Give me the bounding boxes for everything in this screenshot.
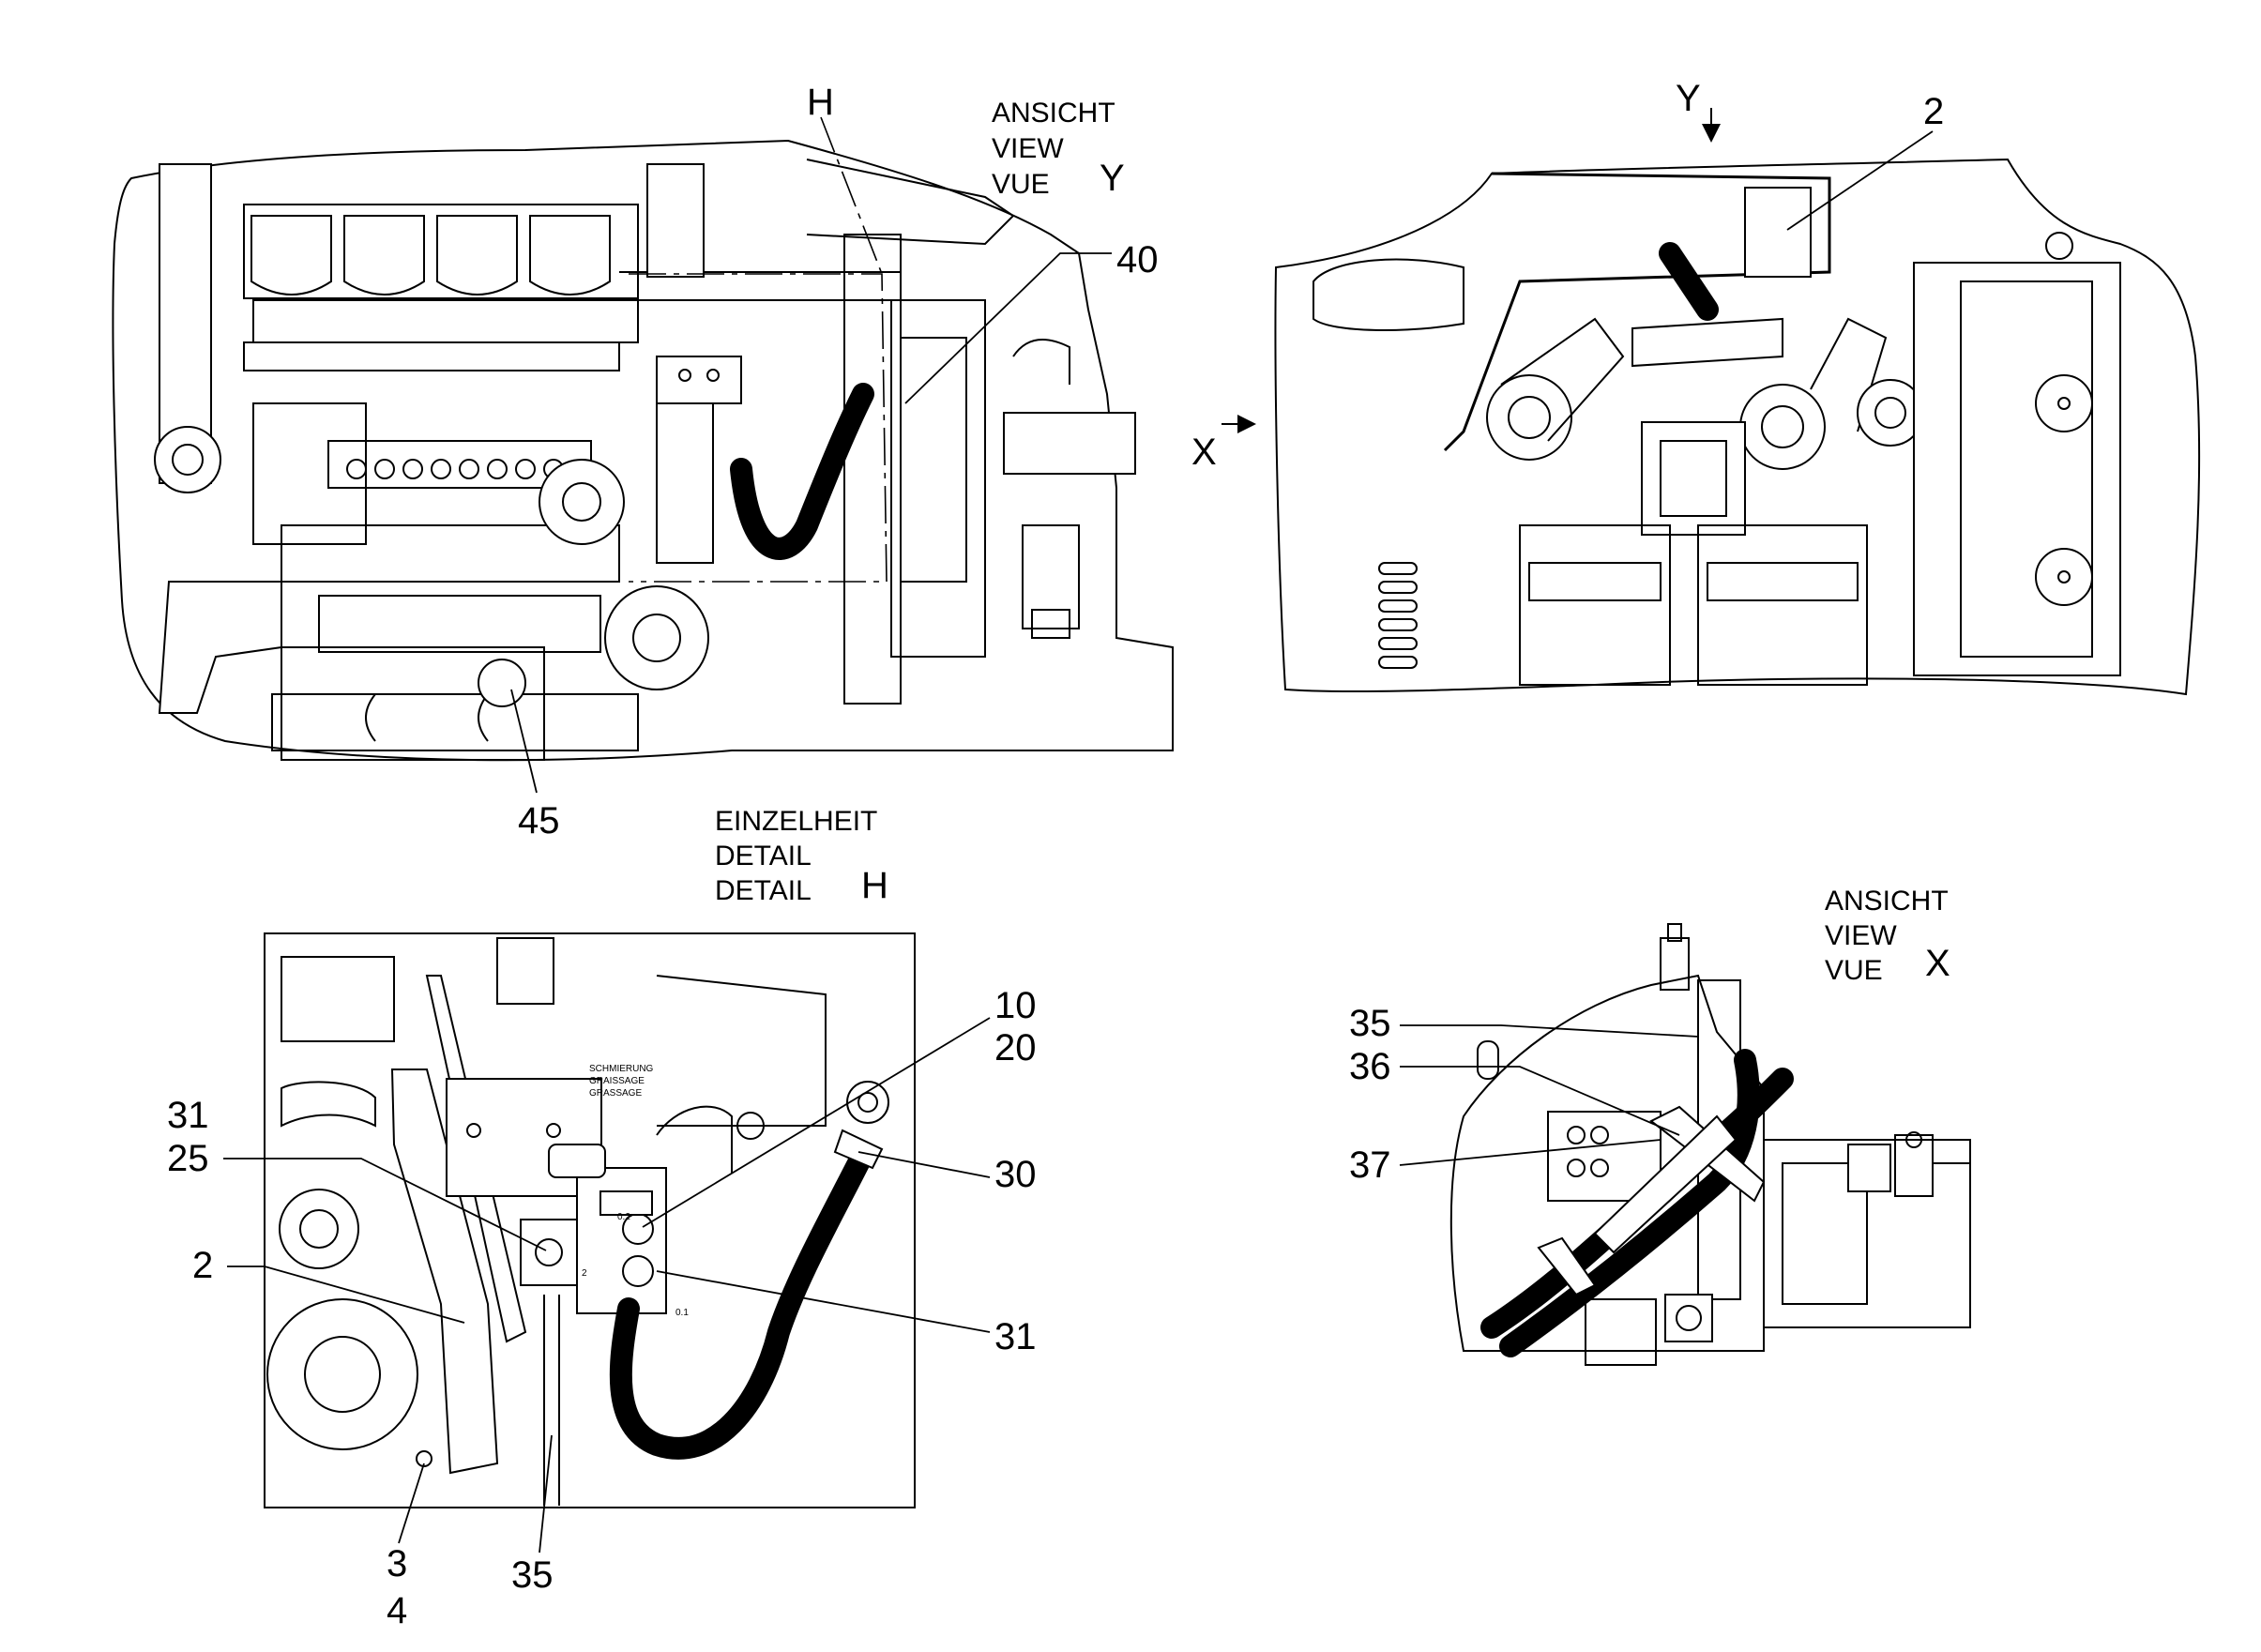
view-y-heading-line-3: VUE — [992, 169, 1050, 200]
section-mark-h: H — [807, 82, 834, 123]
view-x-heading-line-1: ANSICHT — [1825, 886, 1949, 917]
callout-30: 30 — [994, 1154, 1037, 1195]
view-y-heading-line-1: ANSICHT — [992, 98, 1115, 129]
port-label-2: 2 — [582, 1268, 587, 1279]
view-x-heading: ANSICHT VIEW VUE X — [1825, 886, 1950, 986]
callout-25: 25 — [167, 1138, 209, 1179]
port-label-0-1: 0.1 — [675, 1308, 689, 1318]
view-x-heading-line-3: VUE — [1825, 955, 1883, 986]
callout-2: 2 — [192, 1245, 213, 1286]
detail-h-heading-line-1: EINZELHEIT — [715, 806, 877, 837]
callout-10: 10 — [994, 985, 1037, 1026]
view-x-heading-letter: X — [1925, 943, 1950, 984]
plate-text-2: GRAISSAGE — [589, 1076, 645, 1086]
view-y-arrow-letter: Y — [1676, 78, 1701, 119]
detail-h-drawing: 2 0.2 0.1 SCHMIERUNG GRAISSAGE GRASSAGE … — [167, 932, 1037, 1631]
callout-37: 37 — [1349, 1144, 1391, 1186]
plate-text-3: GRASSAGE — [589, 1088, 642, 1099]
callout-view-y-2: 2 — [1923, 91, 1944, 132]
view-x-arrow-letter: X — [1191, 432, 1217, 473]
harness-coil — [1378, 562, 1418, 669]
callout-3: 3 — [387, 1543, 407, 1584]
detail-h-heading-line-2: DETAIL — [715, 841, 812, 871]
view-y-drawing: Y X — [1191, 78, 2201, 696]
lubrication-plate: SCHMIERUNG GRAISSAGE GRASSAGE — [589, 1064, 654, 1099]
callout-view-x-35: 35 — [1349, 1003, 1391, 1044]
view-y-heading-line-2: VIEW — [992, 133, 1064, 164]
view-x-heading-line-2: VIEW — [1825, 920, 1897, 951]
callout-35: 35 — [511, 1554, 554, 1596]
view-y-heading-letter: Y — [1100, 158, 1125, 199]
callout-40: 40 — [1116, 239, 1159, 280]
callout-45: 45 — [518, 800, 560, 841]
engine-overview-view: H 40 45 — [112, 82, 1174, 841]
detail-h-heading-letter: H — [861, 865, 888, 906]
valve-cover-row — [243, 204, 639, 371]
injector-row — [346, 459, 564, 479]
view-x-drawing: 35 36 37 — [1349, 923, 1971, 1366]
callout-20: 20 — [994, 1027, 1037, 1068]
callout-4: 4 — [387, 1590, 407, 1631]
callout-31-right: 31 — [994, 1316, 1037, 1357]
callout-36: 36 — [1349, 1046, 1391, 1087]
plate-text-1: SCHMIERUNG — [589, 1064, 654, 1074]
detail-h-heading-line-3: DETAIL — [715, 875, 812, 906]
detail-h-heading: EINZELHEIT DETAIL DETAIL H — [715, 806, 888, 906]
callout-31-left: 31 — [167, 1095, 209, 1136]
port-label-0-2: 0.2 — [617, 1212, 630, 1222]
view-y-heading: ANSICHT VIEW VUE Y — [992, 98, 1125, 200]
